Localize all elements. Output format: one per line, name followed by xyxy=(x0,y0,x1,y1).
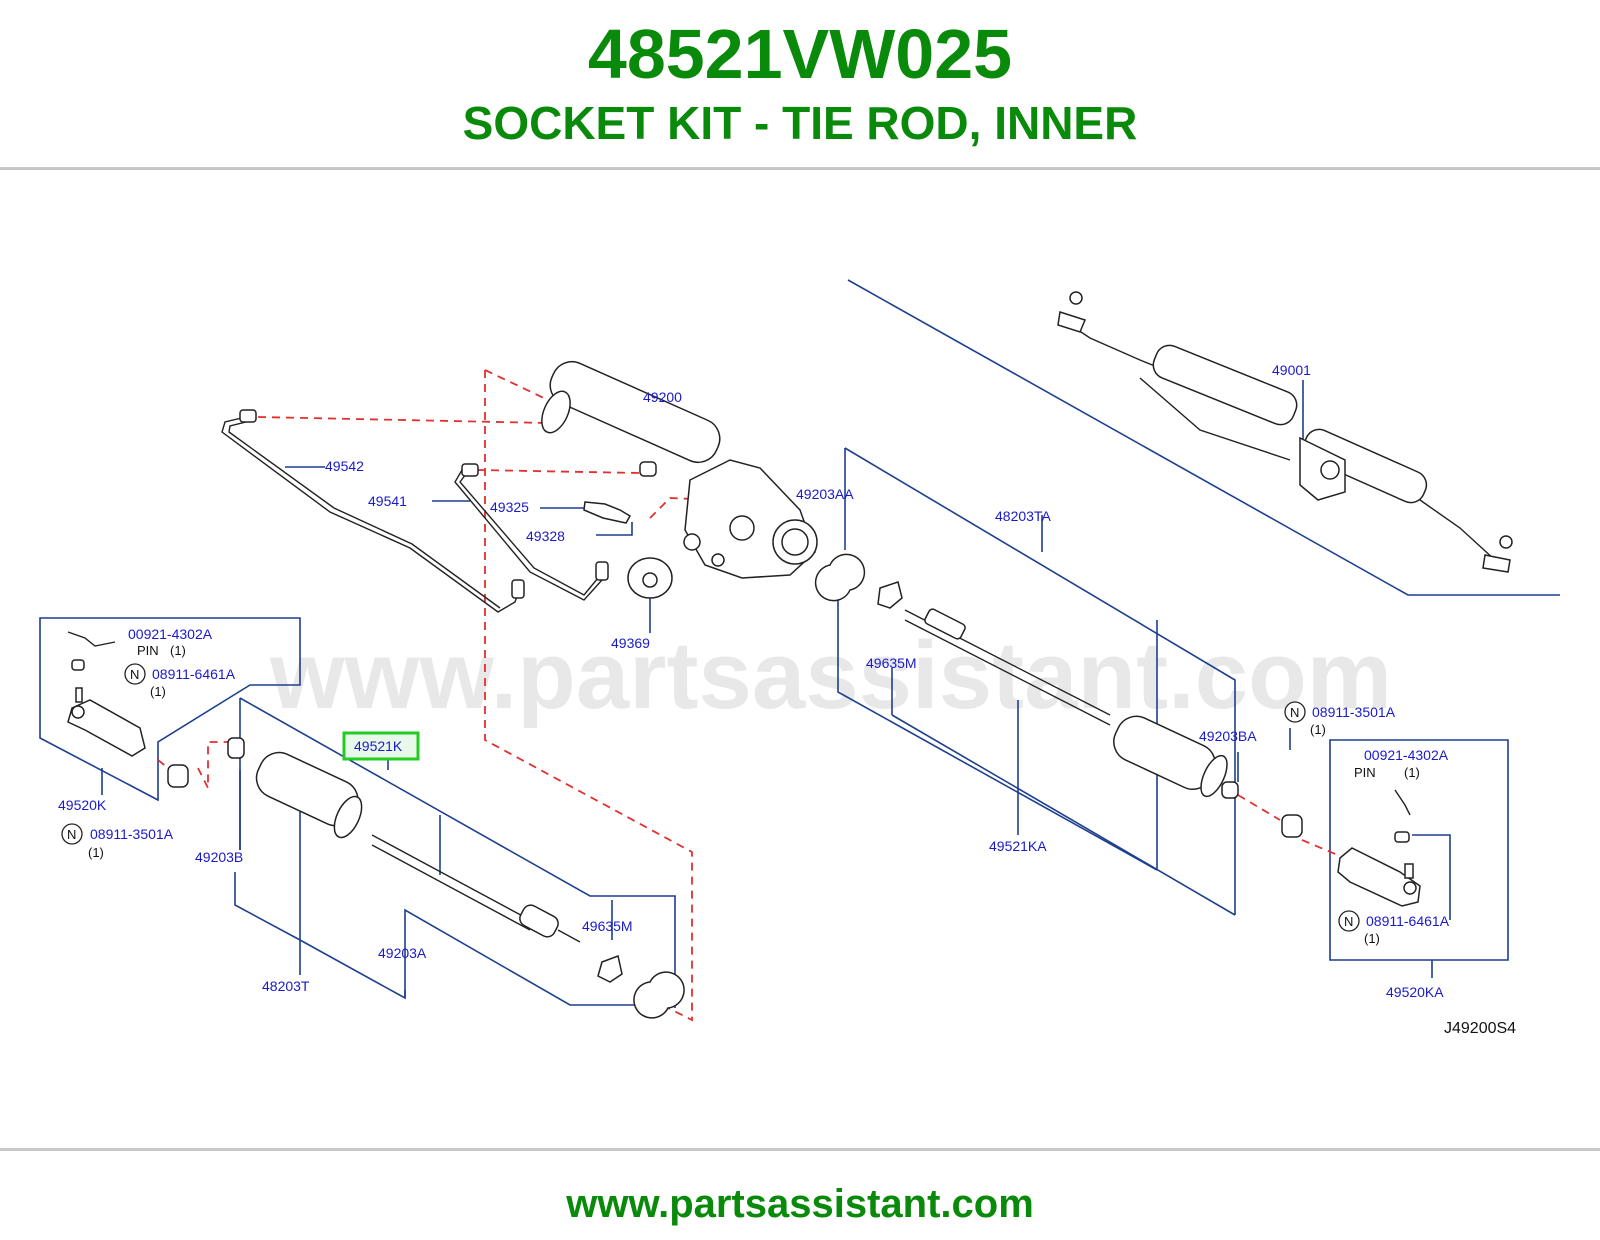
callout-08911-3501A-right[interactable]: 08911-3501A xyxy=(1312,704,1396,720)
gear-housing-drawing xyxy=(541,360,818,579)
steering-rack-assembly-drawing xyxy=(1057,291,1513,573)
callout-49635M-upper[interactable]: 49635M xyxy=(866,655,917,671)
lower-tie-rod-kit-drawing xyxy=(255,751,685,1019)
pressure-pipes-drawing xyxy=(221,409,609,613)
callout-49369[interactable]: 49369 xyxy=(611,635,650,651)
callout-49542[interactable]: 49542 xyxy=(325,458,364,474)
part-description: SOCKET KIT - TIE ROD, INNER xyxy=(462,97,1138,149)
callout-08911-6461A-right[interactable]: 08911-6461A xyxy=(1366,913,1450,929)
header-divider xyxy=(0,167,1600,170)
callout-49203BA[interactable]: 49203BA xyxy=(1199,728,1257,744)
callout-00921-4302A-right[interactable]: 00921-4302A xyxy=(1364,747,1449,763)
callout-49328[interactable]: 49328 xyxy=(526,528,565,544)
callout-49325[interactable]: 49325 xyxy=(490,499,529,515)
callout-49635M-lower[interactable]: 49635M xyxy=(582,918,633,934)
callout-49001[interactable]: 49001 xyxy=(1272,362,1311,378)
n-symbol-circle-left-upper xyxy=(124,663,146,685)
callout-00921-4302A-left[interactable]: 00921-4302A xyxy=(128,626,213,642)
callout-labels: 49001 49200 49542 49541 49325 49328 4936… xyxy=(58,362,1516,1037)
callout-49520KA[interactable]: 49520KA xyxy=(1386,984,1444,1000)
footer-divider xyxy=(0,1148,1600,1151)
pin-label-right: PIN xyxy=(1354,765,1376,780)
fittings-drawing xyxy=(583,501,673,599)
callout-49203A[interactable]: 49203A xyxy=(378,945,427,961)
qty-3501A-left: (1) xyxy=(88,845,104,860)
upper-tie-rod-kit-drawing xyxy=(814,553,1239,799)
callout-49521KA[interactable]: 49521KA xyxy=(989,838,1047,854)
footer-url[interactable]: www.partsassistant.com xyxy=(566,1182,1034,1226)
n-symbol-right-upper: N xyxy=(1290,705,1299,720)
n-symbol-left-lower: N xyxy=(67,827,76,842)
callout-08911-3501A-left[interactable]: 08911-3501A xyxy=(90,826,174,842)
callout-49203B[interactable]: 49203B xyxy=(195,849,243,865)
highlighted-part-box xyxy=(342,731,420,761)
n-symbol-circle-left-lower xyxy=(61,823,83,845)
n-symbol-circle-right-upper xyxy=(1284,701,1306,723)
qty-3501A-right: (1) xyxy=(1310,722,1326,737)
qty-6461A-right: (1) xyxy=(1364,931,1380,946)
pin-label-left: PIN xyxy=(137,643,159,658)
diagram-code: J49200S4 xyxy=(1444,1020,1516,1037)
callout-49521K-highlighted[interactable]: 49521K xyxy=(354,738,403,754)
callout-49520K[interactable]: 49520K xyxy=(58,797,107,813)
callout-48203TA[interactable]: 48203TA xyxy=(995,508,1051,524)
parts-diagram: www.partsassistant.com xyxy=(39,279,1560,1037)
right-tie-rod-end-drawing xyxy=(1281,789,1421,907)
qty-6461A-left: (1) xyxy=(150,684,166,699)
part-number-title: 48521VW025 xyxy=(587,15,1013,93)
callout-49203AA[interactable]: 49203AA xyxy=(796,486,854,502)
callout-49541[interactable]: 49541 xyxy=(368,493,407,509)
callout-49200[interactable]: 49200 xyxy=(643,389,682,405)
watermark-text: www.partsassistant.com xyxy=(269,622,1392,729)
callout-48203T[interactable]: 48203T xyxy=(262,978,310,994)
pin-qty-right: (1) xyxy=(1404,765,1420,780)
n-symbol-right-lower: N xyxy=(1344,914,1353,929)
n-symbol-left-upper: N xyxy=(130,667,139,682)
n-symbol-circle-right-lower xyxy=(1338,910,1360,932)
pin-qty-left: (1) xyxy=(170,643,186,658)
callout-08911-6461A-left[interactable]: 08911-6461A xyxy=(152,666,236,682)
left-tie-rod-end-drawing xyxy=(67,631,245,788)
